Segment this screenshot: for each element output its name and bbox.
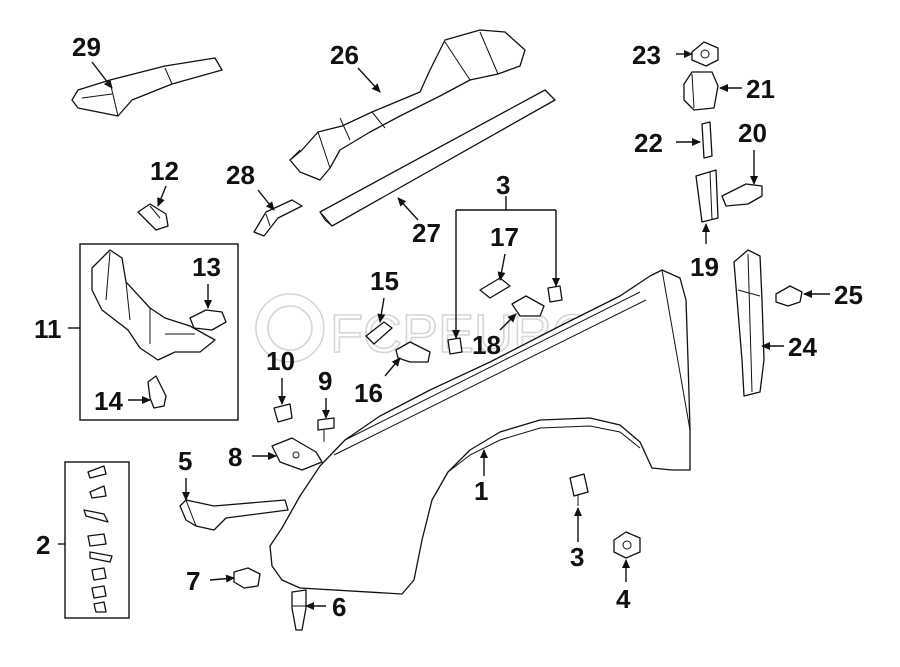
callout-8: 8	[228, 442, 242, 472]
part-3-bolt-lower	[569, 473, 589, 506]
callout-18: 18	[472, 330, 501, 360]
callout-13: 13	[192, 252, 221, 282]
callout-19: 19	[690, 252, 719, 282]
part-2-hardware-kit	[64, 461, 130, 619]
callout-3-lower: 3	[570, 542, 584, 572]
part-6-stud	[291, 589, 307, 631]
part-10-bolt	[273, 403, 293, 423]
callout-5: 5	[178, 446, 192, 476]
part-17-clip	[479, 277, 511, 299]
part-15-clip	[365, 321, 393, 345]
part-25-screw	[775, 285, 803, 307]
callout-2: 2	[36, 530, 50, 560]
callout-25: 25	[834, 280, 863, 310]
part-27-seal-strip	[319, 89, 556, 227]
callout-29: 29	[72, 32, 101, 62]
callout-24: 24	[788, 332, 817, 362]
callout-3-upper: 3	[496, 170, 510, 200]
callout-21: 21	[746, 74, 775, 104]
callout-16: 16	[354, 378, 383, 408]
callout-12: 12	[150, 156, 179, 186]
callout-14: 14	[94, 386, 123, 416]
callout-28: 28	[226, 160, 255, 190]
callout-27: 27	[412, 218, 441, 248]
part-22-stud	[701, 121, 713, 159]
leader-lines	[58, 50, 830, 610]
callout-22: 22	[634, 128, 663, 158]
part-7-clip	[233, 567, 261, 589]
callout-11: 11	[34, 314, 62, 344]
callout-20: 20	[738, 118, 767, 148]
part-5-bracket	[179, 499, 289, 531]
part-1-fender	[269, 269, 691, 595]
callout-1: 1	[474, 476, 488, 506]
part-24-bracket	[733, 249, 765, 397]
part-26-apron-bracket	[289, 29, 526, 181]
part-28-bracket	[253, 199, 303, 237]
part-8-plate	[271, 437, 323, 471]
callout-7: 7	[186, 566, 200, 596]
callout-15: 15	[370, 266, 399, 296]
callout-26: 26	[330, 40, 359, 70]
callout-17: 17	[490, 222, 519, 252]
part-21-bumper	[683, 71, 719, 111]
part-4-nut	[613, 531, 641, 559]
part-9-clip	[317, 417, 335, 442]
callout-10: 10	[266, 346, 295, 376]
part-12-bolt	[137, 203, 169, 231]
callout-labels: 1 2 3 3 4 5 6 7 8 9 10 11 12 13 14 15 16…	[34, 32, 863, 622]
part-18-bolt	[511, 295, 545, 317]
callout-23: 23	[632, 40, 661, 70]
callout-4: 4	[616, 584, 631, 614]
callout-9: 9	[318, 366, 332, 396]
part-29-reinforcement	[71, 57, 223, 117]
part-23-nut	[691, 41, 719, 67]
callout-6: 6	[332, 592, 346, 622]
part-19-bracket	[695, 169, 719, 223]
part-20-bolt	[721, 183, 763, 207]
